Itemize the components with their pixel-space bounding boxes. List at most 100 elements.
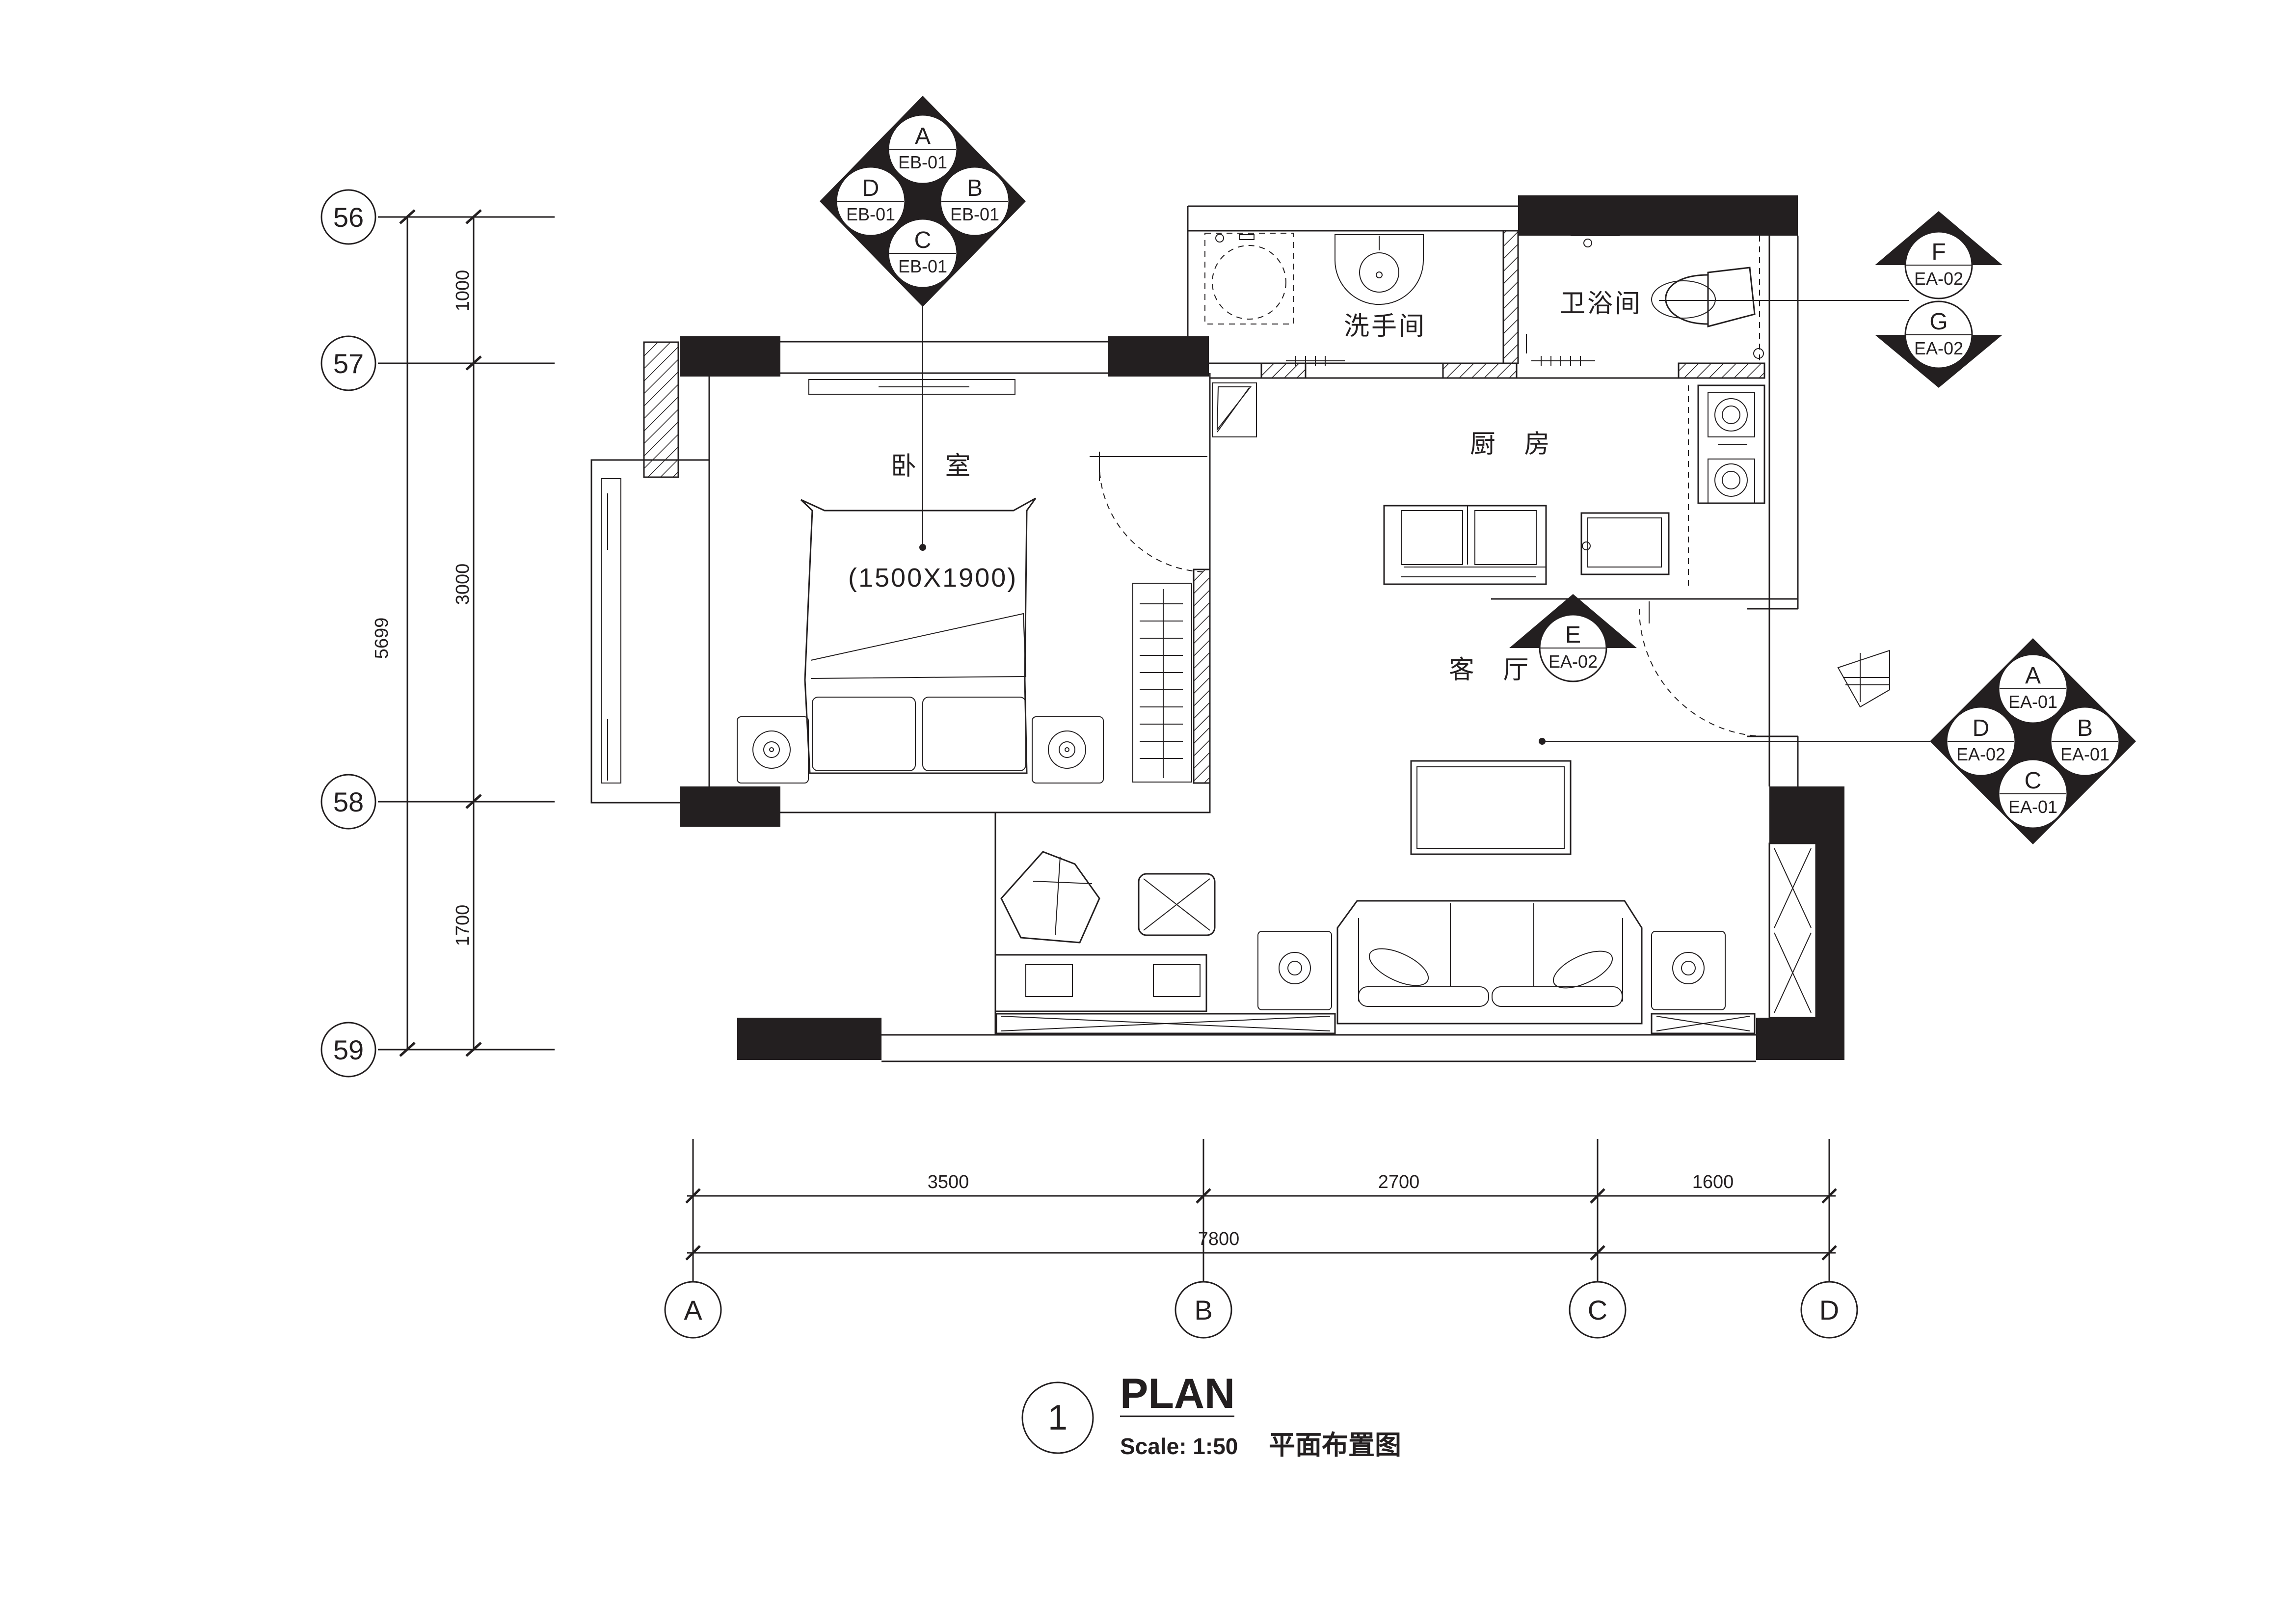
elev-g-letter: G [1929, 309, 1948, 335]
elev-l-d-ref: EA-02 [1956, 744, 2005, 764]
kitchen-sink [1580, 512, 1670, 575]
dim-seg-2700: 2700 [1378, 1172, 1420, 1192]
elevation-marker-e: E EA-02 [1509, 594, 1637, 682]
elev-l-b-ref: EA-01 [2060, 744, 2109, 764]
grid-label-59: 59 [333, 1034, 364, 1065]
elev-b-d-letter: D [862, 175, 880, 201]
column-bath-top [1518, 195, 1798, 236]
elev-b-b-ref: EB-01 [950, 204, 999, 224]
grid-bubble-57 [320, 335, 376, 391]
tall-cabinet-right [1768, 842, 1817, 1019]
dim-total-width: 7800 [1198, 1229, 1240, 1249]
grid-label-B: B [1194, 1295, 1212, 1325]
toilet [1707, 267, 1756, 327]
title-scale: Scale: 1:50 [1120, 1433, 1238, 1459]
nightstand-right [1032, 716, 1104, 784]
wall-wardrobe-side [1193, 568, 1211, 784]
elevation-marker-fg: F EA-02 G EA-02 [1659, 211, 2002, 388]
dim-seg-3500: 3500 [928, 1172, 969, 1192]
bed [800, 497, 1037, 774]
wardrobe [1132, 583, 1192, 783]
balcony-frame [590, 459, 710, 804]
room-label-living: 客 厅 [1449, 656, 1539, 684]
low-cabinet [994, 954, 1207, 1012]
dim-total-height: 5699 [372, 618, 392, 659]
bath-fixtures [1204, 233, 1764, 366]
title-name: PLAN [1120, 1370, 1235, 1417]
title-block: 1 PLAN Scale: 1:50 平面布置图 [1021, 1370, 1401, 1460]
bed-size-label: (1500X1900) [848, 563, 1017, 593]
bedroom-furniture [737, 379, 1257, 784]
title-subtitle: 平面布置图 [1269, 1431, 1401, 1460]
grid-bubble-D [1800, 1281, 1858, 1339]
elev-l-c-ref: EA-01 [2008, 797, 2057, 817]
ottoman [1000, 851, 1100, 944]
column-bottom-left [737, 1018, 881, 1060]
elevation-key-bedroom: A EB-01 B EB-01 C EB-01 D EB-01 [820, 96, 1026, 551]
nightstand-left [737, 716, 809, 784]
elev-e-ref: EA-02 [1548, 651, 1598, 672]
dim-seg-1000: 1000 [453, 270, 473, 312]
elev-l-a-letter: A [2025, 663, 2041, 689]
horizontal-dimension-group: 3500 2700 1600 7800 A B C D [664, 1139, 1858, 1339]
dim-seg-1700: 1700 [453, 905, 473, 946]
grid-bubble-59 [320, 1022, 376, 1078]
grid-label-57: 57 [333, 348, 364, 379]
tv-console [1410, 760, 1572, 855]
elev-l-d-letter: D [1973, 715, 1990, 741]
column-bedroom-top-left [680, 336, 780, 377]
elev-b-c-letter: C [914, 227, 932, 253]
room-labels: 卧 室 (1500X1900) 洗手间 卫浴间 厨 房 客 厅 [848, 290, 1642, 684]
burner-bottom [1708, 459, 1755, 504]
wall-bath-bottom-left [1442, 362, 1518, 379]
wall-bath-bottom-right [1678, 362, 1765, 379]
room-label-bath: 卫浴间 [1560, 290, 1642, 318]
title-number-circle [1021, 1381, 1094, 1454]
elev-l-a-ref: EA-01 [2008, 692, 2057, 712]
room-label-bedroom: 卧 室 [891, 452, 981, 481]
wall-wash-bath-divider [1502, 230, 1519, 364]
room-label-kitchen: 厨 房 [1470, 430, 1560, 459]
elev-f-ref: EA-02 [1914, 269, 1963, 289]
sofa [1336, 900, 1643, 1025]
grid-bubble-B [1175, 1281, 1232, 1339]
kitchen-fixtures [1383, 384, 1767, 737]
dim-seg-3000: 3000 [453, 564, 473, 605]
sofa-side-table-right [1651, 931, 1726, 1010]
grid-bubble-A [664, 1281, 722, 1339]
elev-b-a-letter: A [915, 123, 931, 149]
dim-seg-1600: 1600 [1692, 1172, 1734, 1192]
living-room-furniture [994, 649, 1890, 1034]
entry-arrow-icon [1837, 649, 1890, 708]
tv-wall-cabinet [995, 1013, 1336, 1034]
elev-b-b-letter: B [967, 175, 983, 201]
column-bedroom-top-right [1108, 336, 1209, 377]
elev-l-c-letter: C [2025, 768, 2042, 794]
wall-bedroom-left [643, 341, 679, 478]
grid-bubble-56 [320, 189, 376, 245]
burner-top [1708, 392, 1755, 437]
elev-b-a-ref: EB-01 [898, 152, 947, 172]
wash-basin [1335, 234, 1424, 305]
column-bottom-right [1756, 786, 1844, 1060]
kitchen-cabinet [1383, 505, 1547, 585]
elev-b-d-ref: EB-01 [846, 204, 895, 224]
grid-label-C: C [1588, 1295, 1607, 1325]
grid-label-56: 56 [333, 202, 364, 233]
grid-label-A: A [684, 1295, 702, 1325]
grid-bubble-58 [320, 774, 376, 830]
elev-b-c-ref: EB-01 [898, 256, 947, 276]
side-table [1138, 873, 1216, 936]
grid-label-D: D [1819, 1295, 1839, 1325]
elev-l-b-letter: B [2077, 715, 2093, 741]
elev-e-letter: E [1565, 622, 1581, 648]
elevation-key-living: A EA-01 B EA-01 C EA-01 D EA-02 [1539, 638, 2136, 844]
grid-bubble-C [1569, 1281, 1627, 1339]
wall-wash-bottom [1260, 362, 1307, 379]
grid-label-58: 58 [333, 786, 364, 817]
vertical-dimension-group: 5699 1000 3000 1700 56 57 58 59 [320, 189, 555, 1078]
title-number: 1 [1048, 1398, 1068, 1437]
media-cabinet-right [1651, 1013, 1756, 1034]
column-bedroom-bottom-left [680, 786, 780, 827]
